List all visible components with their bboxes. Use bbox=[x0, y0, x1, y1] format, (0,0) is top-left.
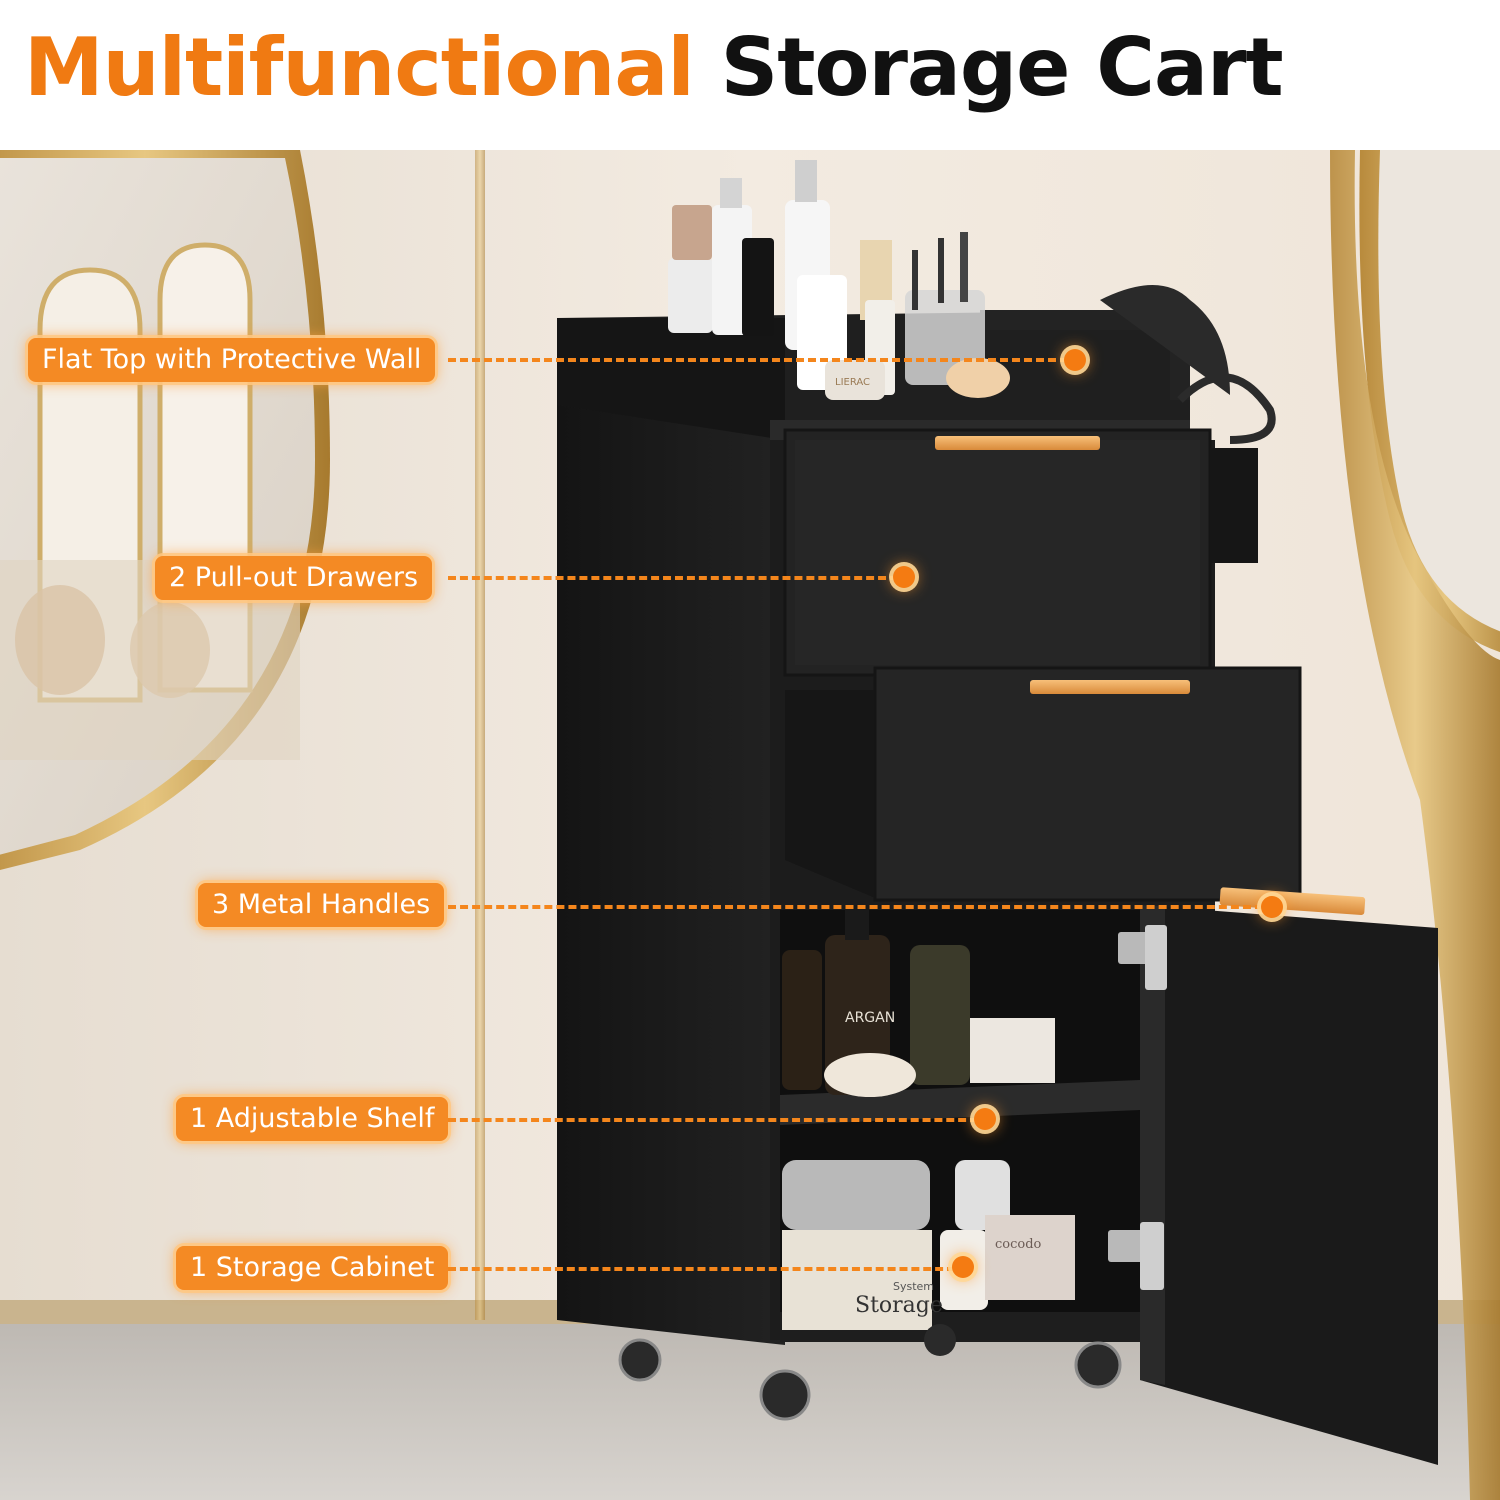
cabinet-products bbox=[782, 905, 1075, 1330]
argan-label: ARGAN bbox=[845, 1010, 895, 1026]
callout-marker bbox=[1261, 896, 1283, 918]
callout-label: 2 Pull-out Drawers bbox=[155, 556, 433, 600]
callout-leader-line bbox=[448, 358, 1068, 362]
callout-marker bbox=[893, 566, 915, 588]
page-title: Multifunctional Storage Cart bbox=[24, 28, 1284, 108]
callout-marker bbox=[974, 1108, 996, 1130]
callout-marker bbox=[952, 1256, 974, 1278]
callout-label: 1 Adjustable Shelf bbox=[176, 1097, 449, 1141]
callout-leader-line bbox=[448, 1118, 978, 1122]
box-brand-label: cocodo bbox=[995, 1237, 1042, 1252]
storage-box-label: Storage bbox=[855, 1293, 943, 1318]
callout-label: 1 Storage Cabinet bbox=[176, 1246, 449, 1290]
drawer-1-handle bbox=[935, 436, 1100, 450]
callout-leader-line bbox=[448, 576, 898, 580]
storage-box-small-label: System bbox=[893, 1280, 934, 1293]
caster-wheels bbox=[618, 1324, 1122, 1421]
callout-label: 3 Metal Handles bbox=[198, 883, 445, 927]
door-handle bbox=[1219, 887, 1366, 916]
title-highlight: Multifunctional bbox=[24, 21, 695, 114]
drawer-2-handle bbox=[1030, 680, 1190, 694]
callout-leader-line bbox=[448, 905, 1263, 909]
callout-marker bbox=[1064, 349, 1086, 371]
title-rest: Storage Cart bbox=[720, 21, 1284, 114]
jar-label: LIERAC bbox=[835, 377, 870, 388]
callout-leader-line bbox=[448, 1267, 955, 1271]
header-banner: Multifunctional Storage Cart bbox=[0, 0, 1500, 150]
callout-label: Flat Top with Protective Wall bbox=[28, 338, 436, 382]
